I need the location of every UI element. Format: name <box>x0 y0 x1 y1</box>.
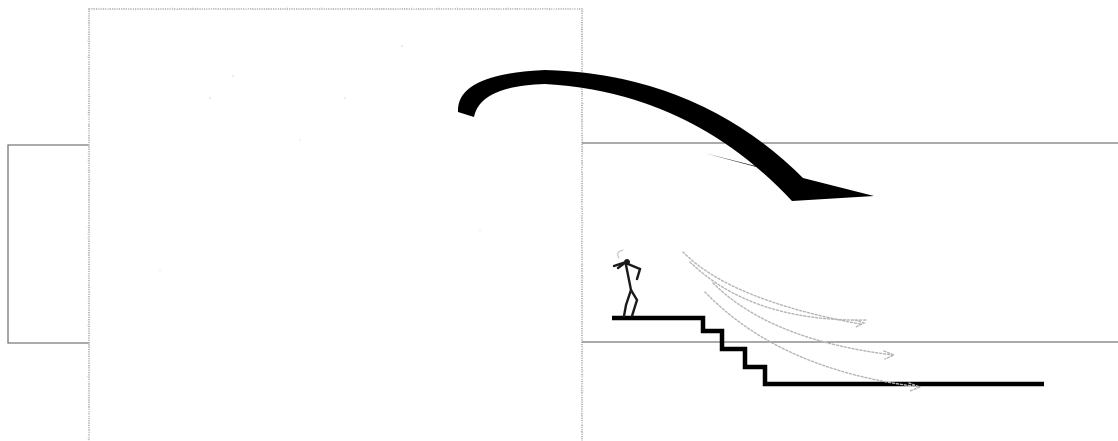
left-tab-bracket <box>8 145 89 343</box>
curved-arrow <box>458 70 874 201</box>
box-specks <box>159 45 480 270</box>
stairs <box>612 318 1044 384</box>
stick-figure <box>614 250 640 316</box>
motion-trails <box>683 252 920 391</box>
